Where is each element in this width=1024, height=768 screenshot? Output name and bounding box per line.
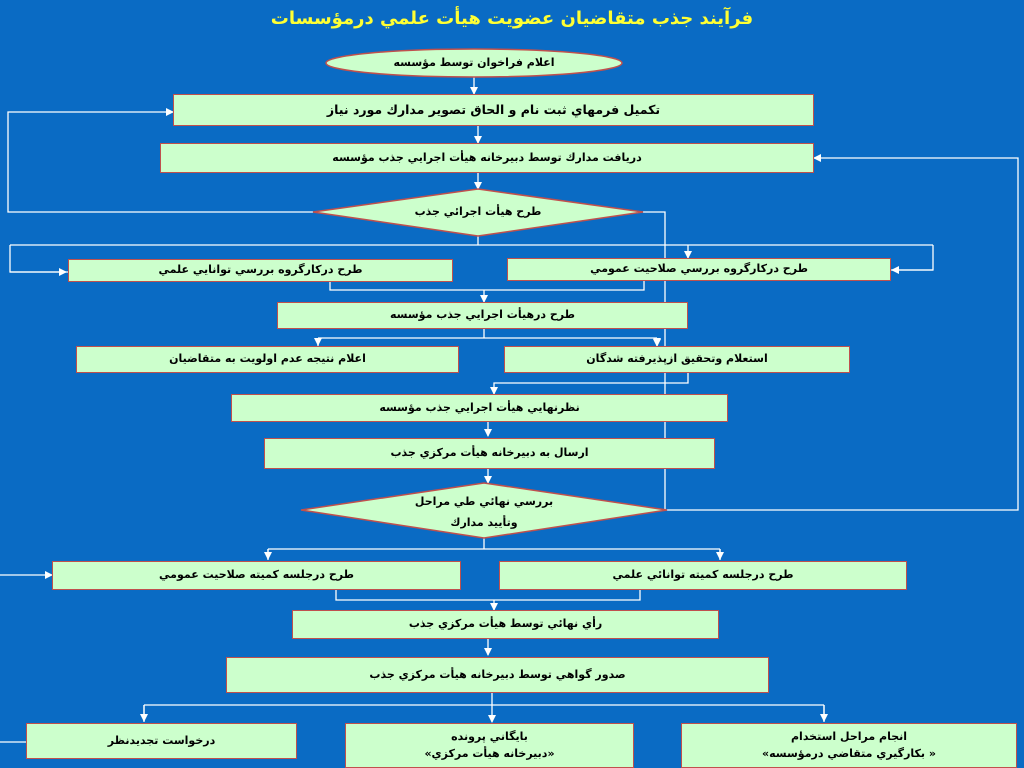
loop-return-to-receive (665, 154, 1019, 511)
node-final-opinion-exec: نظرنهايي هيأت اجرايي جذب مؤسسه (231, 394, 728, 422)
node-send-central-secretariat-text: ارسال به دبيرخانه هيأت مركزي جذب (390, 446, 589, 460)
loop-back-to-forms (7, 108, 313, 213)
split-committees (267, 538, 721, 560)
node-exec-board-meeting-text: طرح درهيأت اجرايي جذب مؤسسه (389, 308, 576, 322)
node-announce-text: اعلام فراخوان توسط مؤسسه (393, 55, 555, 69)
split-exec-meeting (317, 329, 657, 346)
node-employment-line2: « بكارگيري متقاضي درمؤسسه» (762, 746, 936, 760)
arrow-inquiry-to-final-opinion (490, 373, 689, 395)
node-reconsideration-request: درخواست تجديدنظر (26, 723, 297, 759)
node-scientific-ability-wg: طرح دركارگروه بررسي توانايي علمي (68, 259, 453, 282)
node-final-review-line2: وتأييد مدارك (450, 516, 518, 529)
node-archive: بايگاني پرونده «دبيرخانه هيأت مركزي» (345, 723, 634, 768)
node-final-opinion-exec-text: نظرنهايي هيأت اجرايي جذب مؤسسه (379, 400, 580, 414)
node-receive-docs-text: دريافت مدارك توسط دبيرخانه هيأت اجرايي ج… (332, 150, 642, 164)
node-final-review: بررسي نهائي طي مراحل وتأييد مدارك (301, 490, 667, 536)
node-issue-certificate-text: صدور گواهي توسط دبيرخانه هيأت مركزي جذب (369, 667, 626, 681)
node-archive-line2: «دبيرخانه هيأت مركزي» (424, 746, 555, 760)
node-final-vote-central-text: رأي نهائي توسط هيأت مركزي جذب (408, 617, 603, 631)
node-general-qualification-wg: طرح دركارگروه بررسي صلاحيت عمومي (507, 258, 891, 281)
node-announce: اعلام فراخوان توسط مؤسسه (326, 49, 622, 77)
node-reconsideration-request-text: درخواست تجديدنظر (107, 733, 216, 747)
merge-working-groups (329, 281, 645, 302)
node-issue-certificate: صدور گواهي توسط دبيرخانه هيأت مركزي جذب (226, 657, 769, 693)
node-archive-line1: بايگاني پرونده (451, 730, 528, 743)
node-exec-board-meeting: طرح درهيأت اجرايي جذب مؤسسه (277, 302, 688, 329)
start-ellipse (325, 48, 623, 78)
node-general-qualification-wg-text: طرح دركارگروه بررسي صلاحيت عمومي (590, 262, 808, 276)
decision-diamond-final (300, 482, 668, 539)
node-inquiry-accepted-text: استعلام وتحقيق ازپذيرفته شدگان (586, 352, 768, 366)
node-announce-non-priority: اعلام نتيجه عدم اولويت به متقاضيان (76, 346, 459, 373)
node-receive-docs: دريافت مدارك توسط دبيرخانه هيأت اجرايي ج… (160, 143, 814, 173)
node-final-review-line1: بررسي نهائي طي مراحل (414, 495, 554, 509)
node-employment-line1: انجام مراحل استخدام (790, 730, 908, 743)
node-general-qualification-committee: طرح درجلسه كميته صلاحيت عمومي (52, 561, 461, 590)
node-exec-board-review-text: طرح هيأت اجرائي جذب (414, 205, 542, 219)
split-outcomes (143, 693, 825, 722)
node-complete-forms-text: تكميل فرمهاي ثبت نام و الحاق تصوير مدارك… (326, 101, 661, 117)
node-employment: انجام مراحل استخدام « بكارگيري متقاضي در… (681, 723, 1017, 768)
node-final-vote-central: رأي نهائي توسط هيأت مركزي جذب (292, 610, 719, 639)
node-send-central-secretariat: ارسال به دبيرخانه هيأت مركزي جذب (264, 438, 715, 469)
merge-committees (335, 590, 641, 610)
node-scientific-ability-committee-text: طرح درجلسه كميته توانائي علمي (612, 568, 794, 582)
node-scientific-ability-committee: طرح درجلسه كميته توانائي علمي (499, 561, 907, 590)
node-announce-non-priority-text: اعلام نتيجه عدم اولويت به متقاضيان (169, 352, 366, 366)
diagram-title: فرآيند جذب متقاضيان عضويت هيأت علمي درمؤ… (270, 8, 754, 29)
node-inquiry-accepted: استعلام وتحقيق ازپذيرفته شدگان (504, 346, 850, 373)
node-scientific-ability-wg-text: طرح دركارگروه بررسي توانايي علمي (158, 263, 363, 277)
node-complete-forms: تكميل فرمهاي ثبت نام و الحاق تصوير مدارك… (173, 94, 814, 126)
node-exec-board-review: طرح هيأت اجرائي جذب (313, 189, 643, 236)
node-general-qualification-committee-text: طرح درجلسه كميته صلاحيت عمومي (159, 568, 354, 582)
decision-diamond-exec (312, 188, 644, 237)
